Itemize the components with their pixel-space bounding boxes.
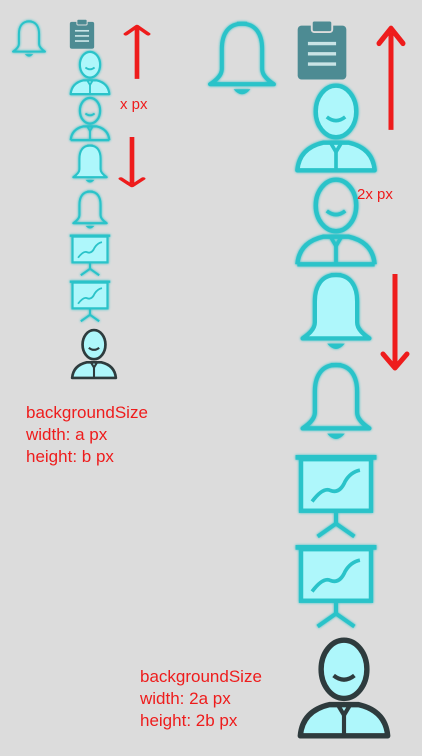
left-clipboard-icon: [66, 18, 98, 50]
left-bell-icon-filled: [67, 142, 113, 186]
right-presentation-icon-1: [288, 450, 384, 542]
left-background-size-title: backgroundSize: [26, 403, 148, 422]
right-presentation-icon-2: [288, 540, 384, 632]
left-up-arrow-icon: [123, 24, 151, 85]
left-background-size-label: backgroundSize width: a px height: b px: [26, 402, 148, 468]
left-bell-icon-outline: [67, 188, 113, 232]
right-person-icon-dark: [292, 636, 396, 740]
left-offset-label: x px: [120, 96, 148, 113]
right-offset-label: 2x px: [357, 186, 393, 203]
right-down-arrow-icon: [380, 272, 410, 377]
right-clipboard-icon: [290, 18, 354, 82]
left-background-size-width: width: a px: [26, 425, 108, 444]
left-person-icon-2: [67, 96, 113, 142]
left-person-icon-dark: [66, 328, 122, 380]
left-down-arrow-icon: [118, 136, 146, 193]
right-bell-icon-filled: [290, 268, 382, 356]
right-bell-icon-outline: [290, 358, 382, 446]
right-background-size-width: width: 2a px: [140, 689, 231, 708]
left-presentation-icon-1: [66, 232, 114, 278]
right-background-size-label: backgroundSize width: 2a px height: 2b p…: [140, 666, 262, 732]
right-person-icon-1: [290, 82, 382, 174]
left-bell-icon-top: [8, 16, 50, 62]
left-background-size-height: height: b px: [26, 447, 114, 466]
right-background-size-title: backgroundSize: [140, 667, 262, 686]
left-person-icon-1: [67, 50, 113, 96]
right-background-size-height: height: 2b px: [140, 711, 238, 730]
left-presentation-icon-2: [66, 278, 114, 324]
right-up-arrow-icon: [376, 24, 406, 137]
right-bell-icon-top: [200, 14, 284, 104]
